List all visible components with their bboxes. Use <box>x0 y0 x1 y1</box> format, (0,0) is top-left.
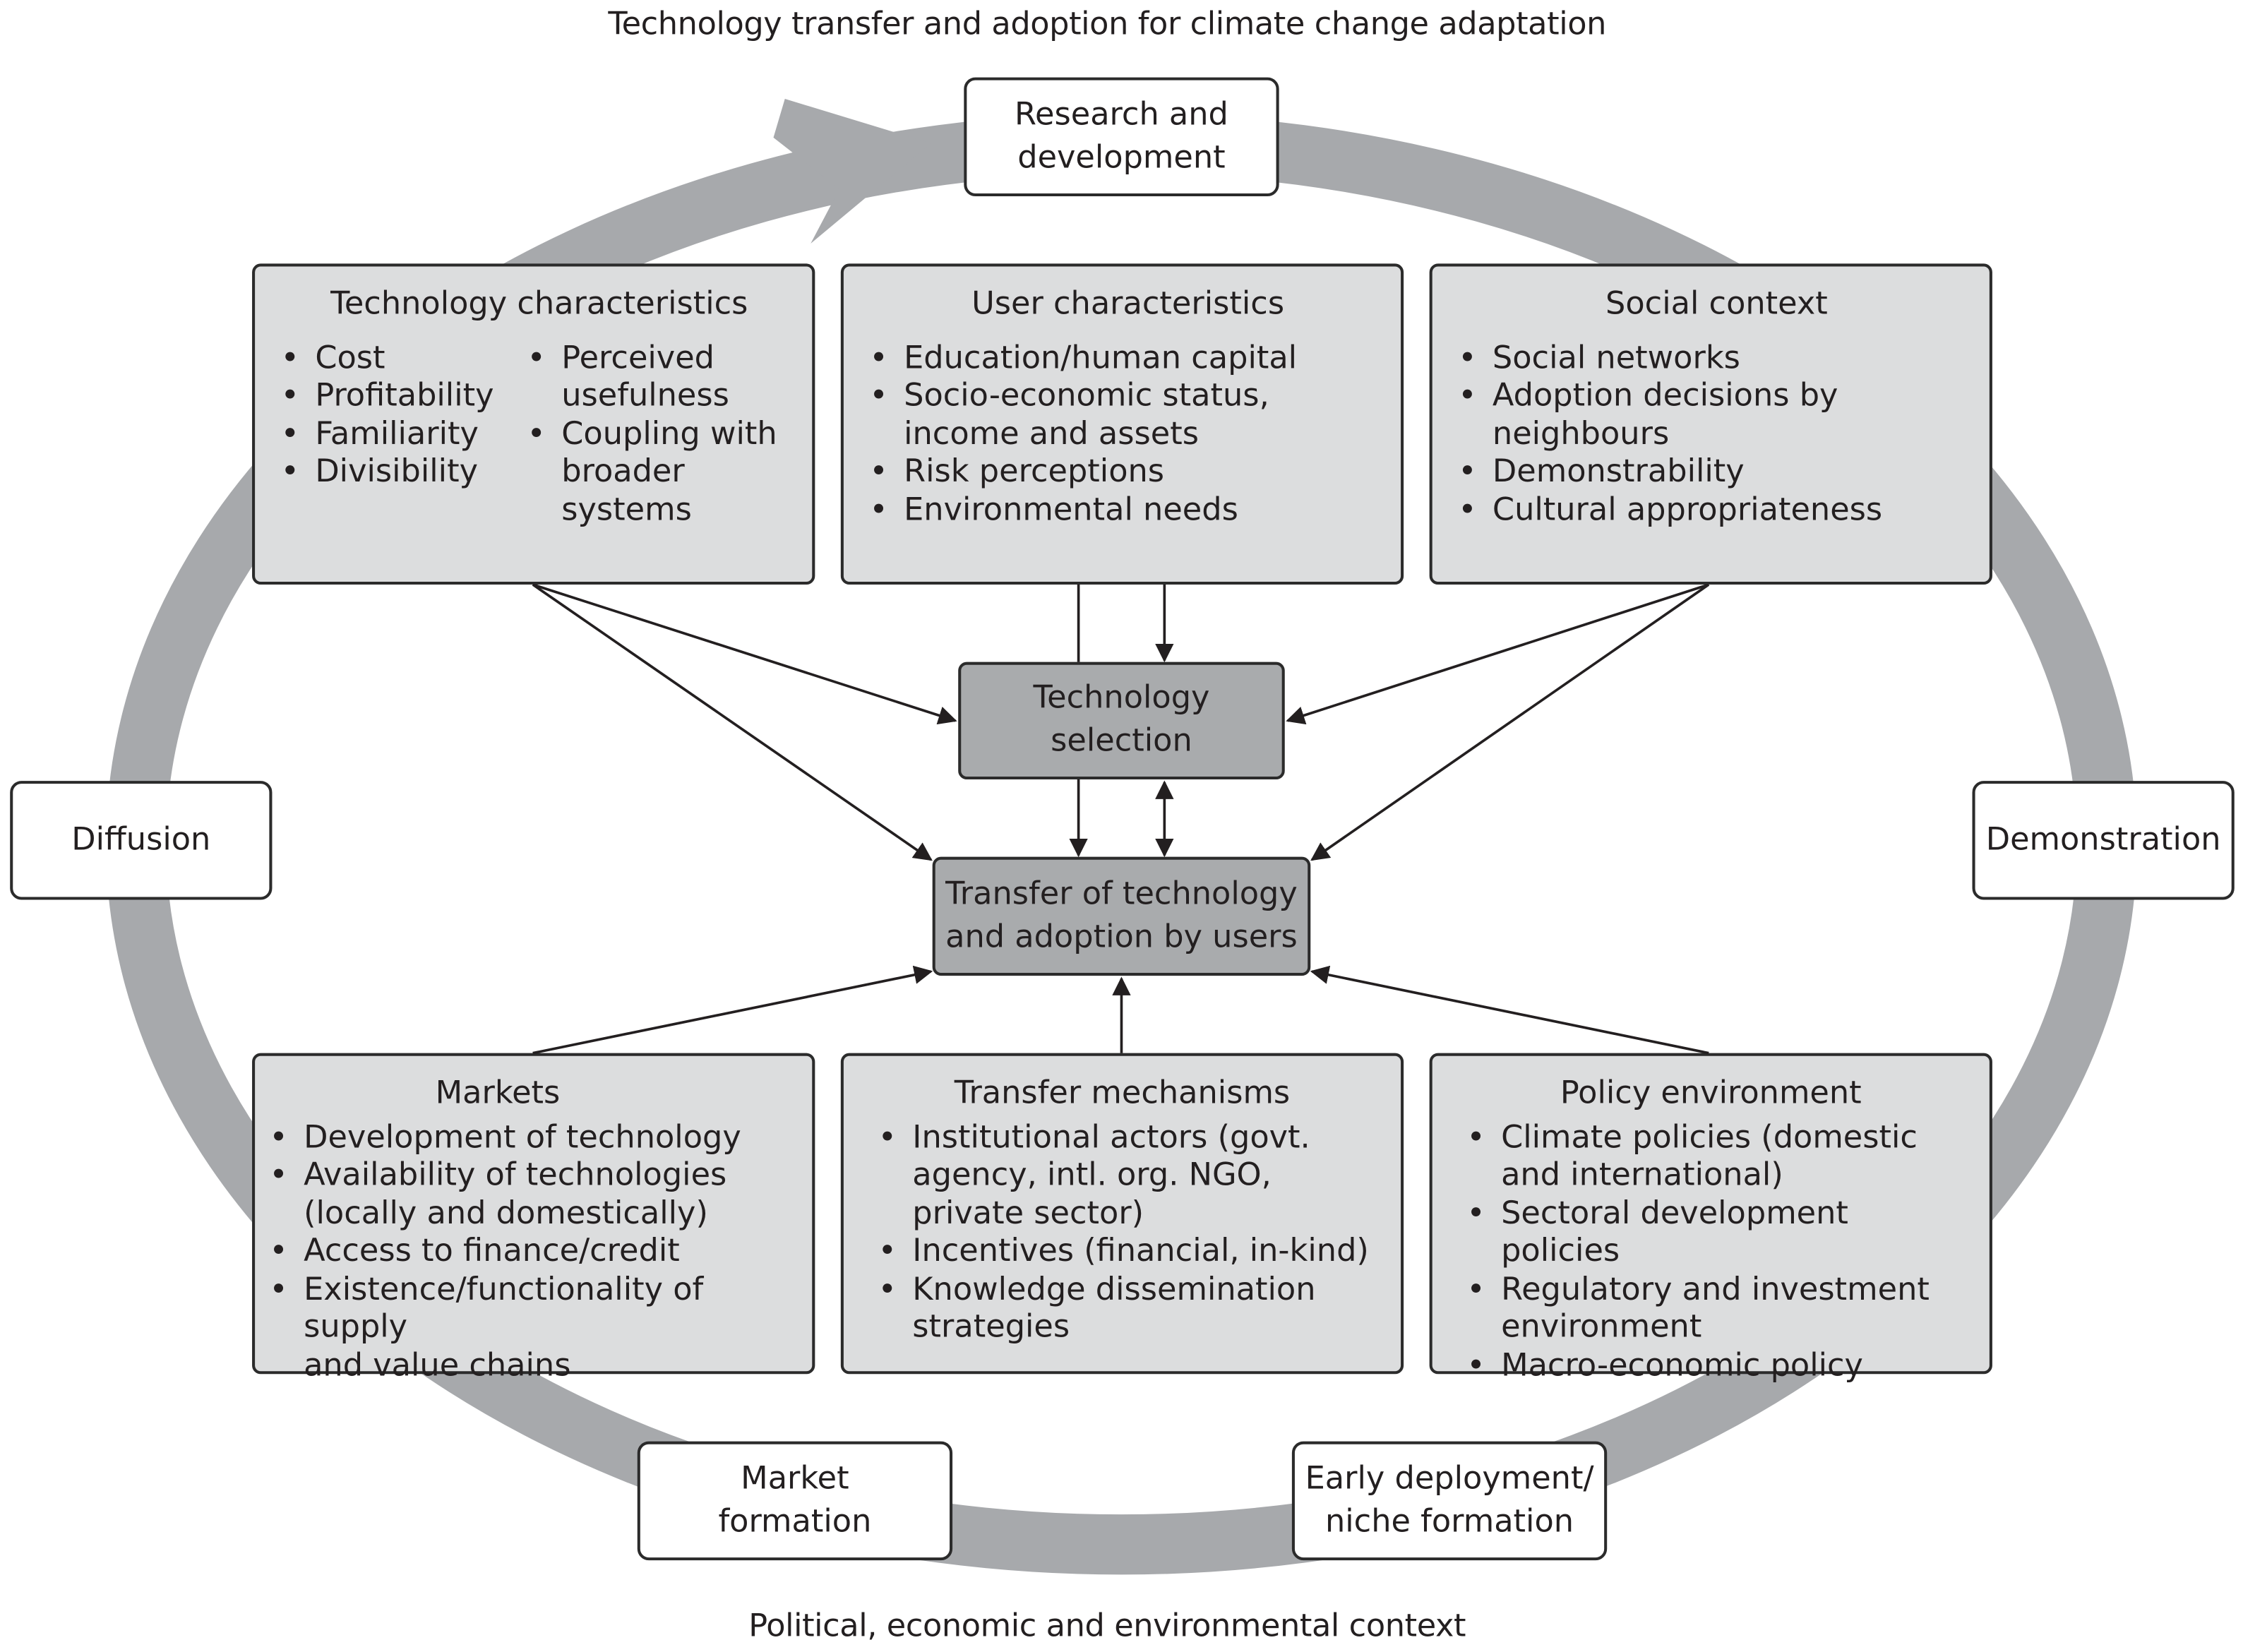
arrow-policy-to-transfer <box>1310 965 1709 1055</box>
list-item: Macro-economic policy <box>1466 1348 1975 1386</box>
list-item: Cultural appropriateness <box>1458 492 1975 530</box>
list-item: Regulatory and investment environment <box>1466 1271 1975 1348</box>
technology-characteristics-list-right: Perceived usefulness Coupling with broad… <box>527 340 798 530</box>
arrow-tech-to-selection <box>532 583 957 725</box>
list-item: Adoption decisions by neighbours <box>1458 378 1975 455</box>
technology-characteristics-title: Technology characteristics <box>330 286 748 323</box>
policy-environment-box: Policy environment Climate policies (dom… <box>1429 1053 1992 1385</box>
list-item: Incentives (financial, in-kind) <box>878 1233 1387 1271</box>
diffusion-stage: Diffusion <box>10 781 273 900</box>
early-deployment-stage: Early deployment/ niche formation <box>1291 1441 1608 1561</box>
policy-environment-list: Climate policies (domestic and internati… <box>1466 1120 1975 1385</box>
research-and-development-stage: Research and development <box>964 77 1279 197</box>
social-context-title: Social context <box>1605 286 1828 323</box>
market-formation-stage: Market formation <box>637 1441 953 1561</box>
list-item: Access to finance/credit <box>269 1233 798 1271</box>
list-item: Risk perceptions <box>869 454 1386 492</box>
list-item: Coupling with broader systems <box>527 417 798 530</box>
social-context-list: Social networks Adoption decisions by ne… <box>1458 340 1975 530</box>
markets-list: Development of technology Availability o… <box>269 1120 798 1385</box>
user-characteristics-box: User characteristics Education/human cap… <box>840 263 1404 585</box>
list-item: Socio-economic status, income and assets <box>869 378 1386 455</box>
cycle-arrowhead <box>773 99 931 244</box>
transfer-mechanisms-box: Transfer mechanisms Institutional actors… <box>840 1053 1404 1375</box>
list-item: Climate policies (domestic and internati… <box>1466 1120 1975 1196</box>
markets-box: Markets Development of technology Availa… <box>252 1053 815 1383</box>
demonstration-stage: Demonstration <box>1972 781 2235 900</box>
list-item: Knowledge dissemination strategies <box>878 1271 1387 1348</box>
policy-environment-title: Policy environment <box>1560 1076 1862 1112</box>
arrow-social-to-selection <box>1286 583 1709 725</box>
arrow-markets-to-transfer <box>532 965 933 1055</box>
list-item: Education/human capital <box>869 340 1386 378</box>
arrow-social-to-transfer <box>1310 583 1710 861</box>
diagram-footer: Political, economic and environmental co… <box>748 1609 1466 1645</box>
transfer-mechanisms-title: Transfer mechanisms <box>954 1076 1291 1112</box>
list-item: Familiarity <box>281 417 527 455</box>
list-item: Sectoral development policies <box>1466 1196 1975 1272</box>
user-characteristics-list: Education/human capital Socio-economic s… <box>869 340 1386 530</box>
technology-characteristics-box: Technology characteristics Cost Profitab… <box>252 263 815 585</box>
list-item: Availability of technologies (locally an… <box>269 1158 798 1234</box>
list-item: Cost <box>281 340 527 378</box>
arrow-tech-to-transfer <box>532 583 933 861</box>
technology-selection-box: Technology selection <box>958 662 1285 780</box>
list-item: Social networks <box>1458 340 1975 378</box>
technology-characteristics-list-left: Cost Profitability Familiarity Divisibil… <box>281 340 527 530</box>
user-characteristics-title: User characteristics <box>971 286 1285 323</box>
list-item: Existence/functionality of supply and va… <box>269 1271 798 1385</box>
list-item: Demonstrability <box>1458 454 1975 492</box>
diagram-title: Technology transfer and adoption for cli… <box>608 7 1606 43</box>
list-item: Profitability <box>281 378 527 417</box>
list-item: Development of technology <box>269 1120 798 1158</box>
transfer-mechanisms-list: Institutional actors (govt. agency, intl… <box>878 1120 1387 1348</box>
list-item: Perceived usefulness <box>527 340 798 417</box>
list-item: Divisibility <box>281 454 527 492</box>
list-item: Environmental needs <box>869 492 1386 530</box>
social-context-box: Social context Social networks Adoption … <box>1429 263 1992 585</box>
markets-title: Markets <box>435 1076 561 1112</box>
list-item: Institutional actors (govt. agency, intl… <box>878 1120 1387 1233</box>
transfer-adoption-box: Transfer of technology and adoption by u… <box>932 856 1311 976</box>
